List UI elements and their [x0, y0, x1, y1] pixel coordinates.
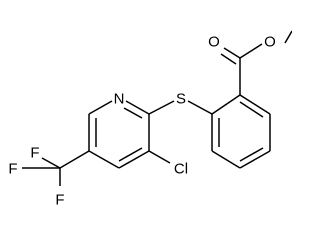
carbonyl-double-bond-inner	[220, 53, 237, 65]
chlorine-label: Cl	[174, 161, 188, 178]
chloro-substituent: Cl	[148, 150, 188, 178]
pyridine-inner-double-bond-1	[123, 107, 143, 119]
benzene-inner-double-bond-2	[239, 147, 264, 162]
pyridine-inner-double-bond-3	[118, 147, 143, 162]
carbonyl-double-bond-outer	[223, 47, 241, 59]
benzene-bond-6	[239, 94, 271, 115]
fluorine-bottom-label: F	[55, 192, 64, 209]
fluorine-top-label: F	[30, 145, 39, 162]
cf3-fluorine-top-bond	[41, 157, 61, 169]
pyridine-bond-c5-c4	[88, 150, 120, 169]
fluorine-left-label: F	[8, 161, 17, 178]
chemical-structure-diagram: O O S N Cl F F F	[0, 0, 292, 232]
methyl-ester-group: O O	[208, 30, 292, 95]
methyl-bond	[284, 30, 292, 44]
trifluoromethyl-group: F F F	[8, 145, 90, 209]
pyridine-nitrogen-label: N	[114, 91, 125, 108]
thioether-bridge: S	[148, 91, 213, 115]
cf3-carbon-bond	[59, 150, 90, 169]
benzene-ring	[211, 94, 271, 169]
pyridine-bond-c4-c3	[118, 150, 150, 169]
ester-oxygen-bond	[239, 43, 263, 59]
benzene-bond-4	[239, 150, 271, 169]
benzene-bond-3	[211, 150, 241, 169]
benzene-bond-1	[211, 94, 241, 115]
pyridine-bond-c2-n	[125, 100, 150, 115]
chlorine-bond	[148, 150, 171, 164]
benzene-inner-double-bond-3	[239, 101, 264, 118]
carbonyl-oxygen-label: O	[208, 34, 220, 51]
pyridine-ring: N	[88, 91, 150, 169]
sulfur-label: S	[176, 91, 186, 108]
ester-oxygen-label: O	[264, 34, 276, 51]
pyridine-bond-n-c6	[88, 100, 113, 115]
sulfur-to-pyridine-bond	[148, 100, 175, 115]
sulfur-to-benzene-bond	[187, 100, 213, 115]
diagram-background	[0, 0, 292, 232]
